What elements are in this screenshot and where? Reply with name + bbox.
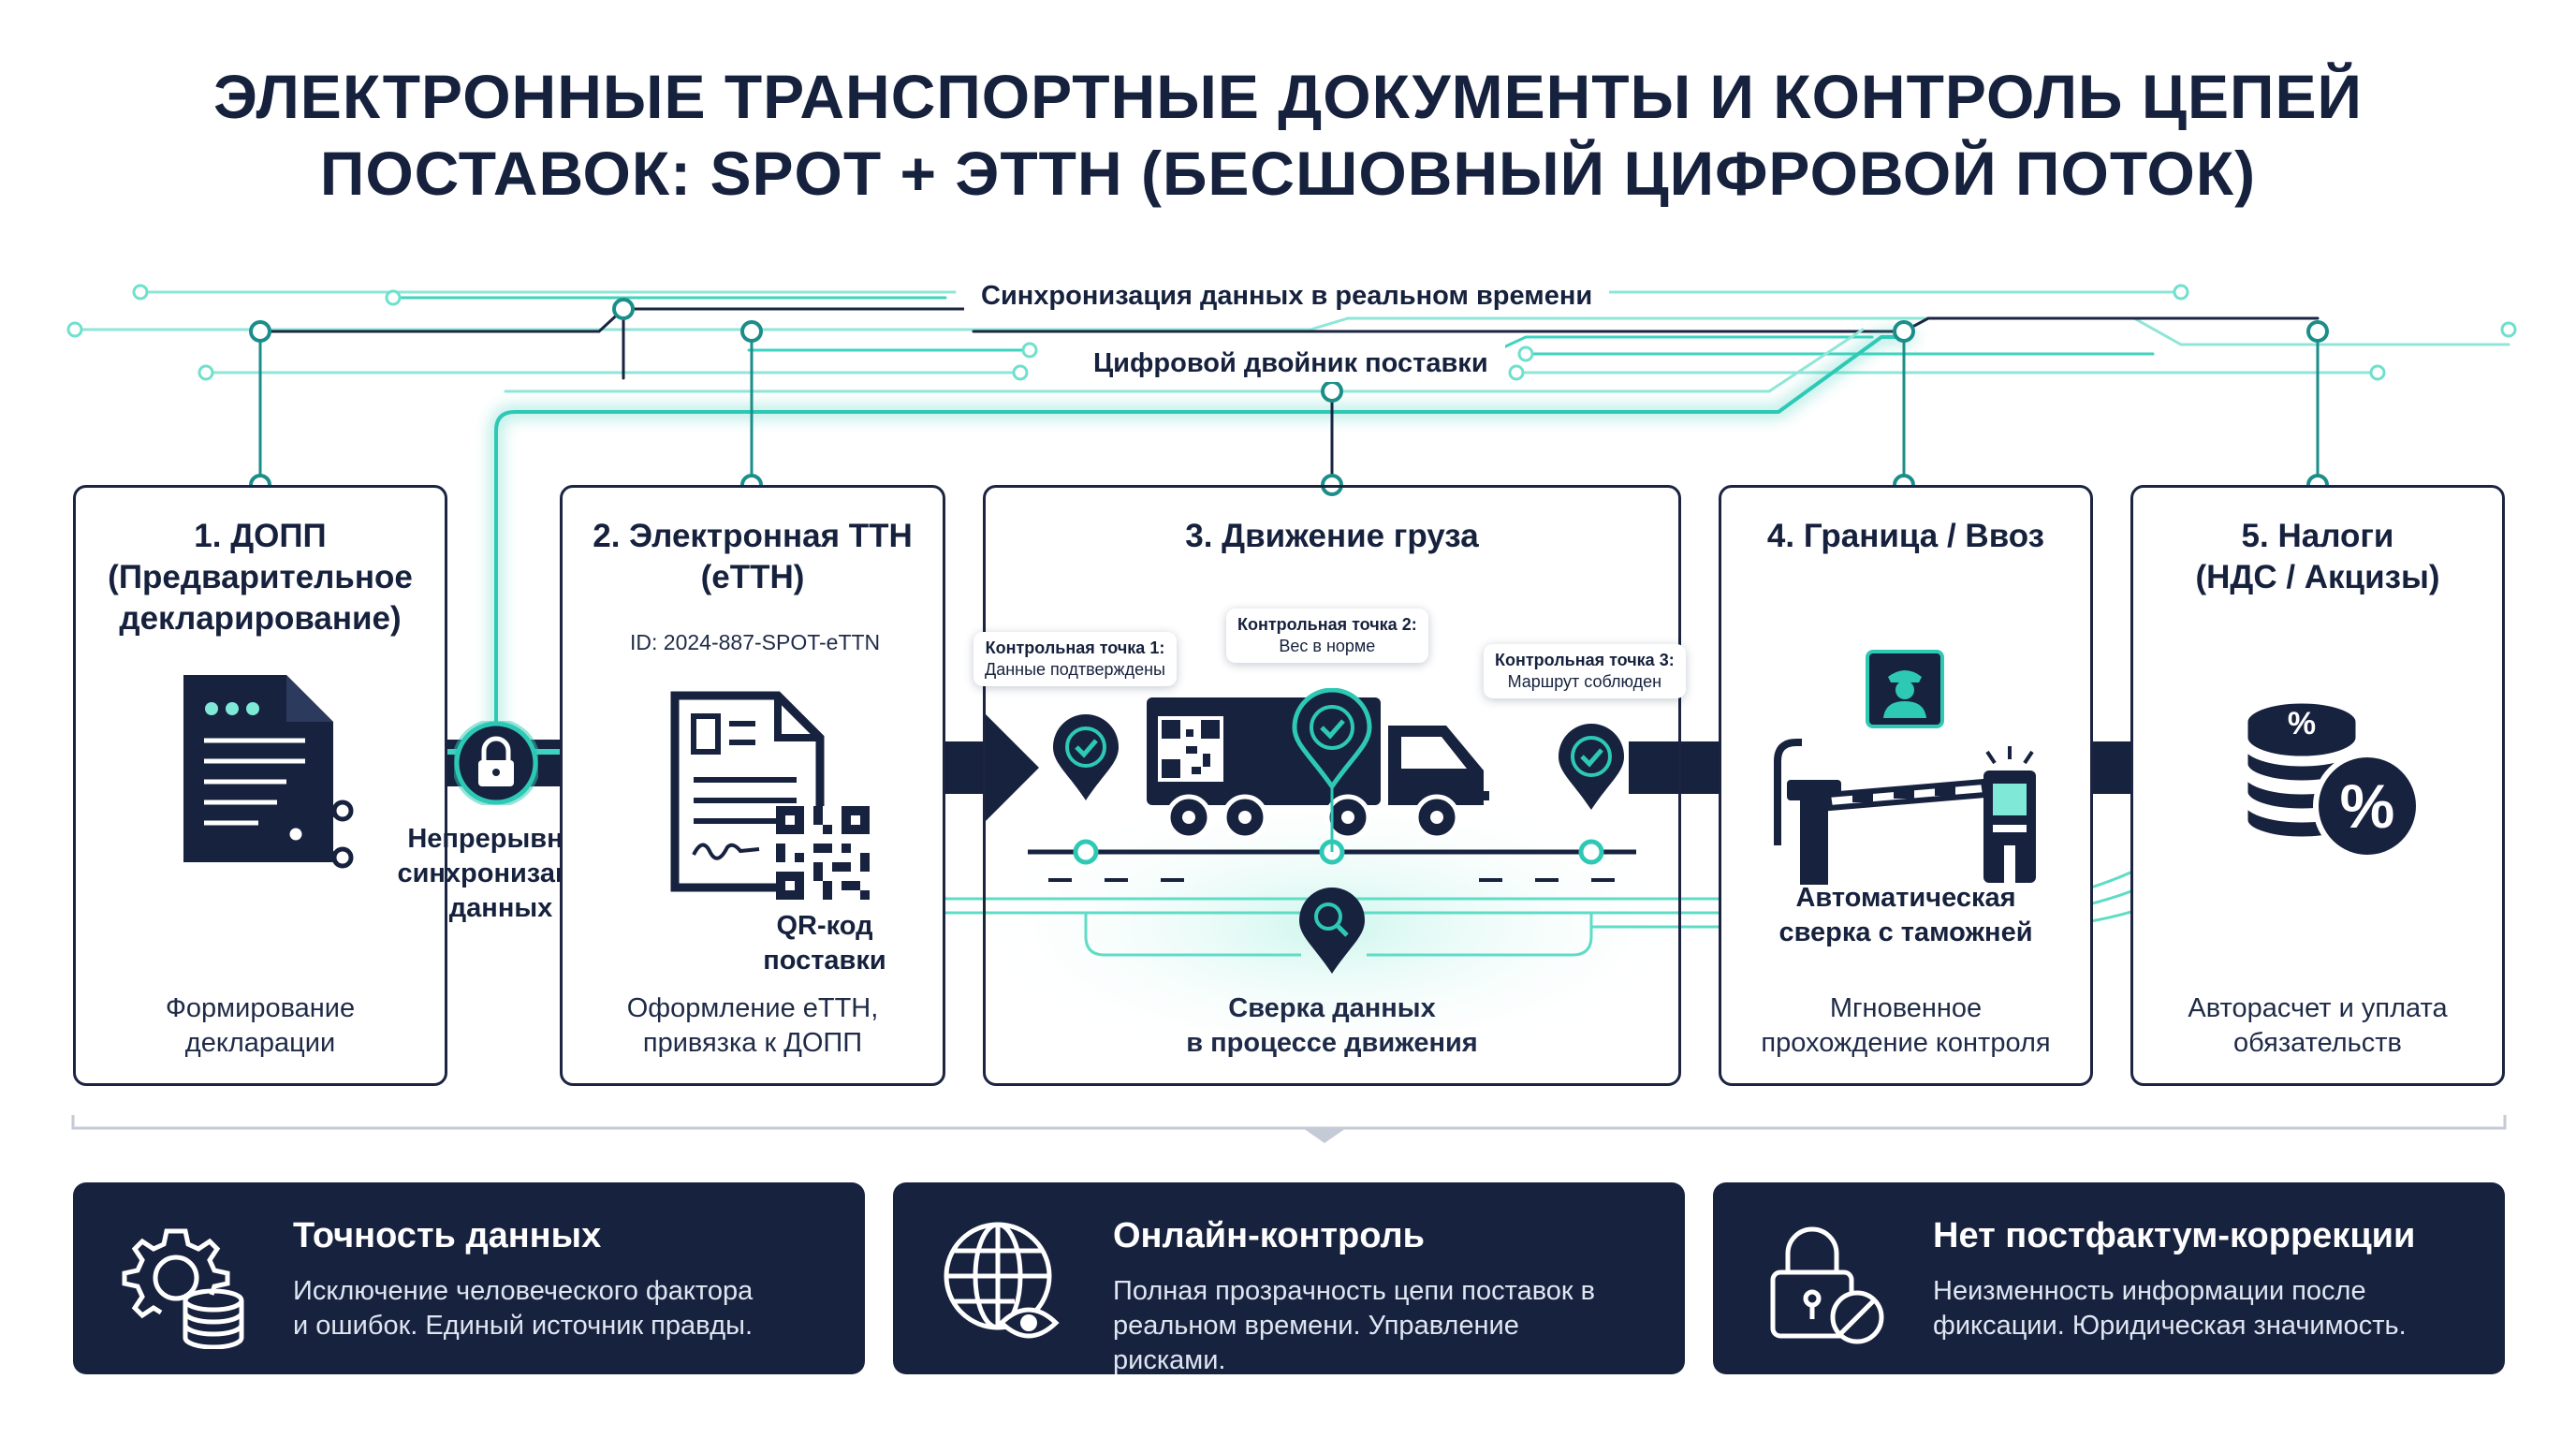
checkpoint-title: Контрольная точка 2: — [1237, 615, 1417, 634]
step-card-cargo-movement: 3. Движение груза Сверка данных в процес… — [983, 485, 1681, 1086]
border-barrier-icon — [1774, 739, 2036, 885]
benefit-panel-no-correction: Нет постфактум-коррекции Неизменность ин… — [1713, 1182, 2505, 1374]
step-footer: Формирование декларации — [165, 993, 356, 1058]
tax-coins-icon: % % — [2243, 698, 2422, 860]
checkpoint-3-callout: Контрольная точка 3: Маршрут соблюден — [1484, 644, 1686, 698]
lock-forbidden-icon — [1770, 1226, 1884, 1344]
step-footer: Сверка данных в процессе движения — [1186, 993, 1478, 1058]
step-title: 1. ДОПП (Предварительное декларирование) — [108, 518, 413, 637]
benefit-text: Полная прозрачность цепи поставок в реал… — [1113, 1276, 1596, 1375]
svg-text:%: % — [2340, 771, 2395, 841]
checkpoint-1-callout: Контрольная точка 1: Данные подтверждены — [973, 632, 1177, 686]
connector-line — [1330, 786, 1334, 852]
step-footer: Оформление еТТН, привязка к ДОПП — [626, 993, 879, 1058]
step-card-ettn: 2. Электронная ТТН (еТТН) ID: 2024-887-S… — [560, 485, 945, 1086]
search-pin-icon — [1299, 888, 1365, 974]
benefit-title: Онлайн-контроль — [1113, 1216, 1426, 1255]
checkpoint-title: Контрольная точка 3: — [1495, 651, 1675, 669]
customs-check-label: Автоматическая сверка с таможней — [1778, 883, 2033, 947]
benefit-title: Точность данных — [293, 1216, 602, 1255]
benefit-panel-accuracy: Точность данных Исключение человеческого… — [73, 1182, 865, 1374]
benefit-text: Неизменность информации после фиксации. … — [1933, 1276, 2407, 1341]
step-card-border: 4. Граница / Ввоз Автоматическая сверка … — [1719, 485, 2093, 1086]
checkpoint-2-callout: Контрольная точка 2: Вес в норме — [1226, 609, 1428, 663]
step-footer: Авторасчет и уплата обязательств — [2188, 993, 2448, 1058]
page-title-line-2: ПОСТАВОК: SPOT + ЭТТН (БЕСШОВНЫЙ ЦИФРОВО… — [319, 139, 2257, 208]
qr-code-label: QR-код поставки — [763, 911, 886, 976]
digital-twin-label: Цифровой двойник поставки — [1076, 345, 1505, 382]
checkpoint-pin-icon — [1053, 714, 1119, 800]
checkpoint-text: Данные подтверждены — [985, 660, 1165, 679]
benefit-text: Исключение человеческого фактора и ошибо… — [293, 1276, 754, 1341]
checkpoint-pin-icon — [1292, 688, 1372, 791]
svg-text:%: % — [2288, 706, 2316, 741]
summary-bracket — [71, 1115, 2507, 1143]
step-card-taxes: 5. Налоги (НДС / Акцизы) % % Авторасчет … — [2130, 485, 2505, 1086]
step-title: 3. Движение груза — [1185, 518, 1479, 554]
truck-icon — [1147, 697, 1489, 841]
document-id: ID: 2024-887-SPOT-eTTN — [630, 630, 881, 654]
declaration-document-icon — [183, 675, 354, 869]
customs-officer-icon — [1866, 650, 1944, 728]
benefit-panel-online-control: Онлайн-контроль Полная прозрачность цепи… — [893, 1182, 1685, 1375]
checkpoint-title: Контрольная точка 1: — [985, 638, 1165, 657]
benefit-title: Нет постфактум-коррекции — [1933, 1216, 2416, 1255]
step-title: 5. Налоги (НДС / Акцизы) — [2195, 518, 2440, 595]
checkpoint-text: Вес в норме — [1279, 637, 1376, 655]
step-title: 4. Граница / Ввоз — [1766, 518, 2045, 554]
checkpoint-text: Маршрут соблюден — [1507, 672, 1662, 691]
step-card-dopp: 1. ДОПП (Предварительное декларирование)… — [73, 485, 447, 1086]
step-title: 2. Электронная ТТН (еТТН) — [593, 518, 913, 595]
gear-database-icon — [122, 1228, 244, 1349]
page-title-line-1: ЭЛЕКТРОННЫЕ ТРАНСПОРТНЫЕ ДОКУМЕНТЫ И КОН… — [213, 62, 2363, 131]
lock-icon — [454, 721, 538, 805]
checkpoint-pin-icon — [1559, 724, 1624, 810]
step-footer: Мгновенное прохождение контроля — [1761, 993, 2051, 1058]
qr-code-icon — [776, 806, 870, 900]
sync-bus-label: Синхронизация данных в реальном времени — [964, 277, 1610, 315]
globe-eye-icon — [944, 1222, 1060, 1339]
